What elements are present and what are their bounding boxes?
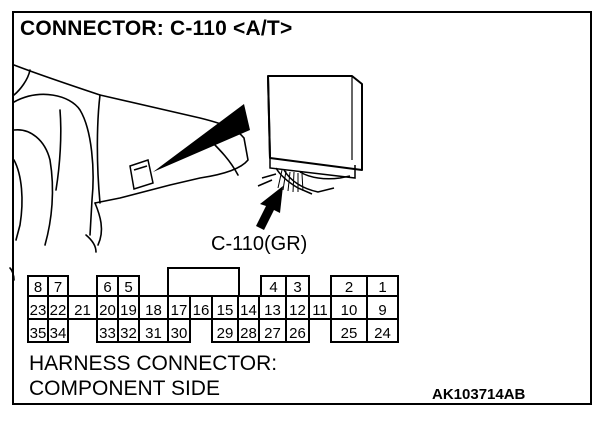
pin-12: 12: [289, 302, 306, 319]
pin-16: 16: [193, 302, 210, 319]
pin-5: 5: [124, 279, 132, 296]
connector-key-block: [167, 267, 240, 297]
diagram-frame: [12, 11, 592, 405]
pin-11: 11: [312, 302, 328, 319]
pin-19: 19: [120, 302, 137, 319]
pin-31: 31: [145, 325, 162, 342]
pin-30-cell: [167, 318, 191, 343]
pin-35: 35: [30, 325, 47, 342]
pin-1: 1: [378, 279, 386, 296]
caption-line-1: HARNESS CONNECTOR:: [29, 352, 278, 375]
pin-26-cell: [285, 318, 310, 343]
pin-29: 29: [217, 325, 234, 342]
pin-6: 6: [103, 279, 111, 296]
pin-34: 34: [50, 325, 67, 342]
pin-2: 2: [345, 279, 353, 296]
pin-13: 13: [264, 302, 281, 319]
dashboard-outline: [9, 64, 249, 281]
diagram-title: CONNECTOR: C-110 <A/T>: [20, 17, 293, 40]
pin-26: 26: [289, 325, 306, 342]
connector-callout-label: C-110(GR): [211, 233, 308, 255]
pin-25: 25: [341, 325, 358, 342]
caption-line-2: COMPONENT SIDE: [29, 377, 220, 400]
pin-9: 9: [378, 302, 386, 319]
pointer-arrow: [256, 186, 283, 230]
pin-21: 21: [74, 302, 91, 319]
pin-24: 24: [374, 325, 391, 342]
pin-14: 14: [240, 302, 257, 319]
wire-bundle: [277, 169, 304, 193]
pin-18: 18: [145, 302, 162, 319]
pin-7: 7: [54, 279, 62, 296]
pin-22: 22: [50, 302, 67, 319]
ecu-box: [267, 75, 363, 171]
zoom-wedge: [153, 104, 250, 172]
pin-4: 4: [269, 279, 277, 296]
module-bracket: [129, 159, 154, 190]
pin-10: 10: [341, 302, 358, 319]
pin-27: 27: [264, 325, 281, 342]
pin-28: 28: [240, 325, 257, 342]
pin-23: 23: [30, 302, 47, 319]
pin-17: 17: [171, 302, 188, 319]
pin-30: 30: [171, 325, 188, 342]
pin-32: 32: [120, 325, 137, 342]
pin-8: 8: [34, 279, 42, 296]
pin-20: 20: [99, 302, 116, 319]
pin-24-cell: [366, 318, 399, 343]
pin-33: 33: [99, 325, 116, 342]
pin-34-cell: [47, 318, 69, 343]
pin-3: 3: [293, 279, 301, 296]
pin-15: 15: [217, 302, 234, 319]
figure-code: AK103714AB: [432, 386, 526, 403]
